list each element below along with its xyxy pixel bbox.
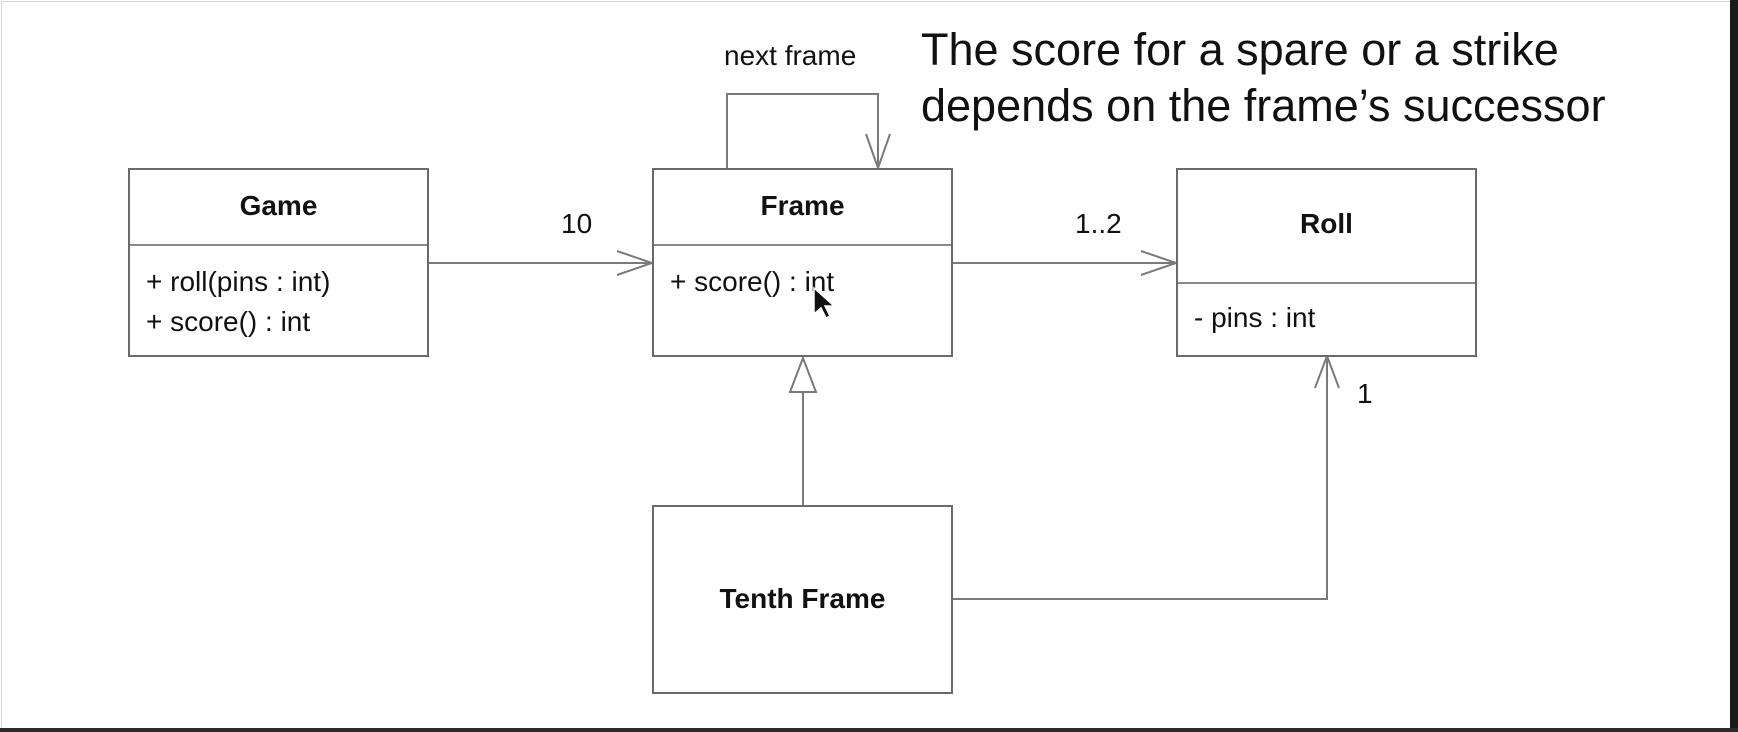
self-association-line <box>726 93 879 168</box>
game-class-divider <box>130 244 427 246</box>
window-bottom-edge <box>0 728 1738 732</box>
frame-class-divider <box>654 244 951 246</box>
self-association-label: next frame <box>724 40 857 71</box>
headline: The score for a spare or a strike depend… <box>921 22 1606 134</box>
generalization-triangle <box>788 355 818 393</box>
frame-class: Frame + score() : int <box>652 168 953 357</box>
headline-line-2: depends on the frame’s successor <box>921 80 1606 131</box>
window-right-edge <box>1730 0 1738 732</box>
frame-method-score: + score() : int <box>670 266 835 297</box>
frame-roll-multiplicity: 1..2 <box>1075 208 1122 239</box>
mouse-pointer-icon <box>813 286 836 320</box>
tenth-frame-class-name: Tenth Frame <box>719 583 886 614</box>
tenth-roll-association-line <box>953 356 1328 600</box>
tenth-frame-class: Tenth Frame <box>652 505 953 694</box>
headline-line-1: The score for a spare or a strike <box>921 24 1559 75</box>
roll-class: Roll - pins : int <box>1176 168 1477 357</box>
tenth-roll-multiplicity: 1 <box>1357 378 1373 409</box>
game-class: Game + roll(pins : int) + score() : int <box>128 168 429 357</box>
game-class-name: Game <box>239 190 318 221</box>
game-method-roll: + roll(pins : int) <box>146 266 331 297</box>
roll-attribute-pins: - pins : int <box>1194 302 1316 333</box>
game-method-score: + score() : int <box>146 306 311 337</box>
frame-class-name: Frame <box>760 190 845 221</box>
roll-class-name: Roll <box>1300 208 1353 239</box>
roll-class-divider <box>1178 282 1475 284</box>
game-frame-multiplicity: 10 <box>561 208 593 239</box>
